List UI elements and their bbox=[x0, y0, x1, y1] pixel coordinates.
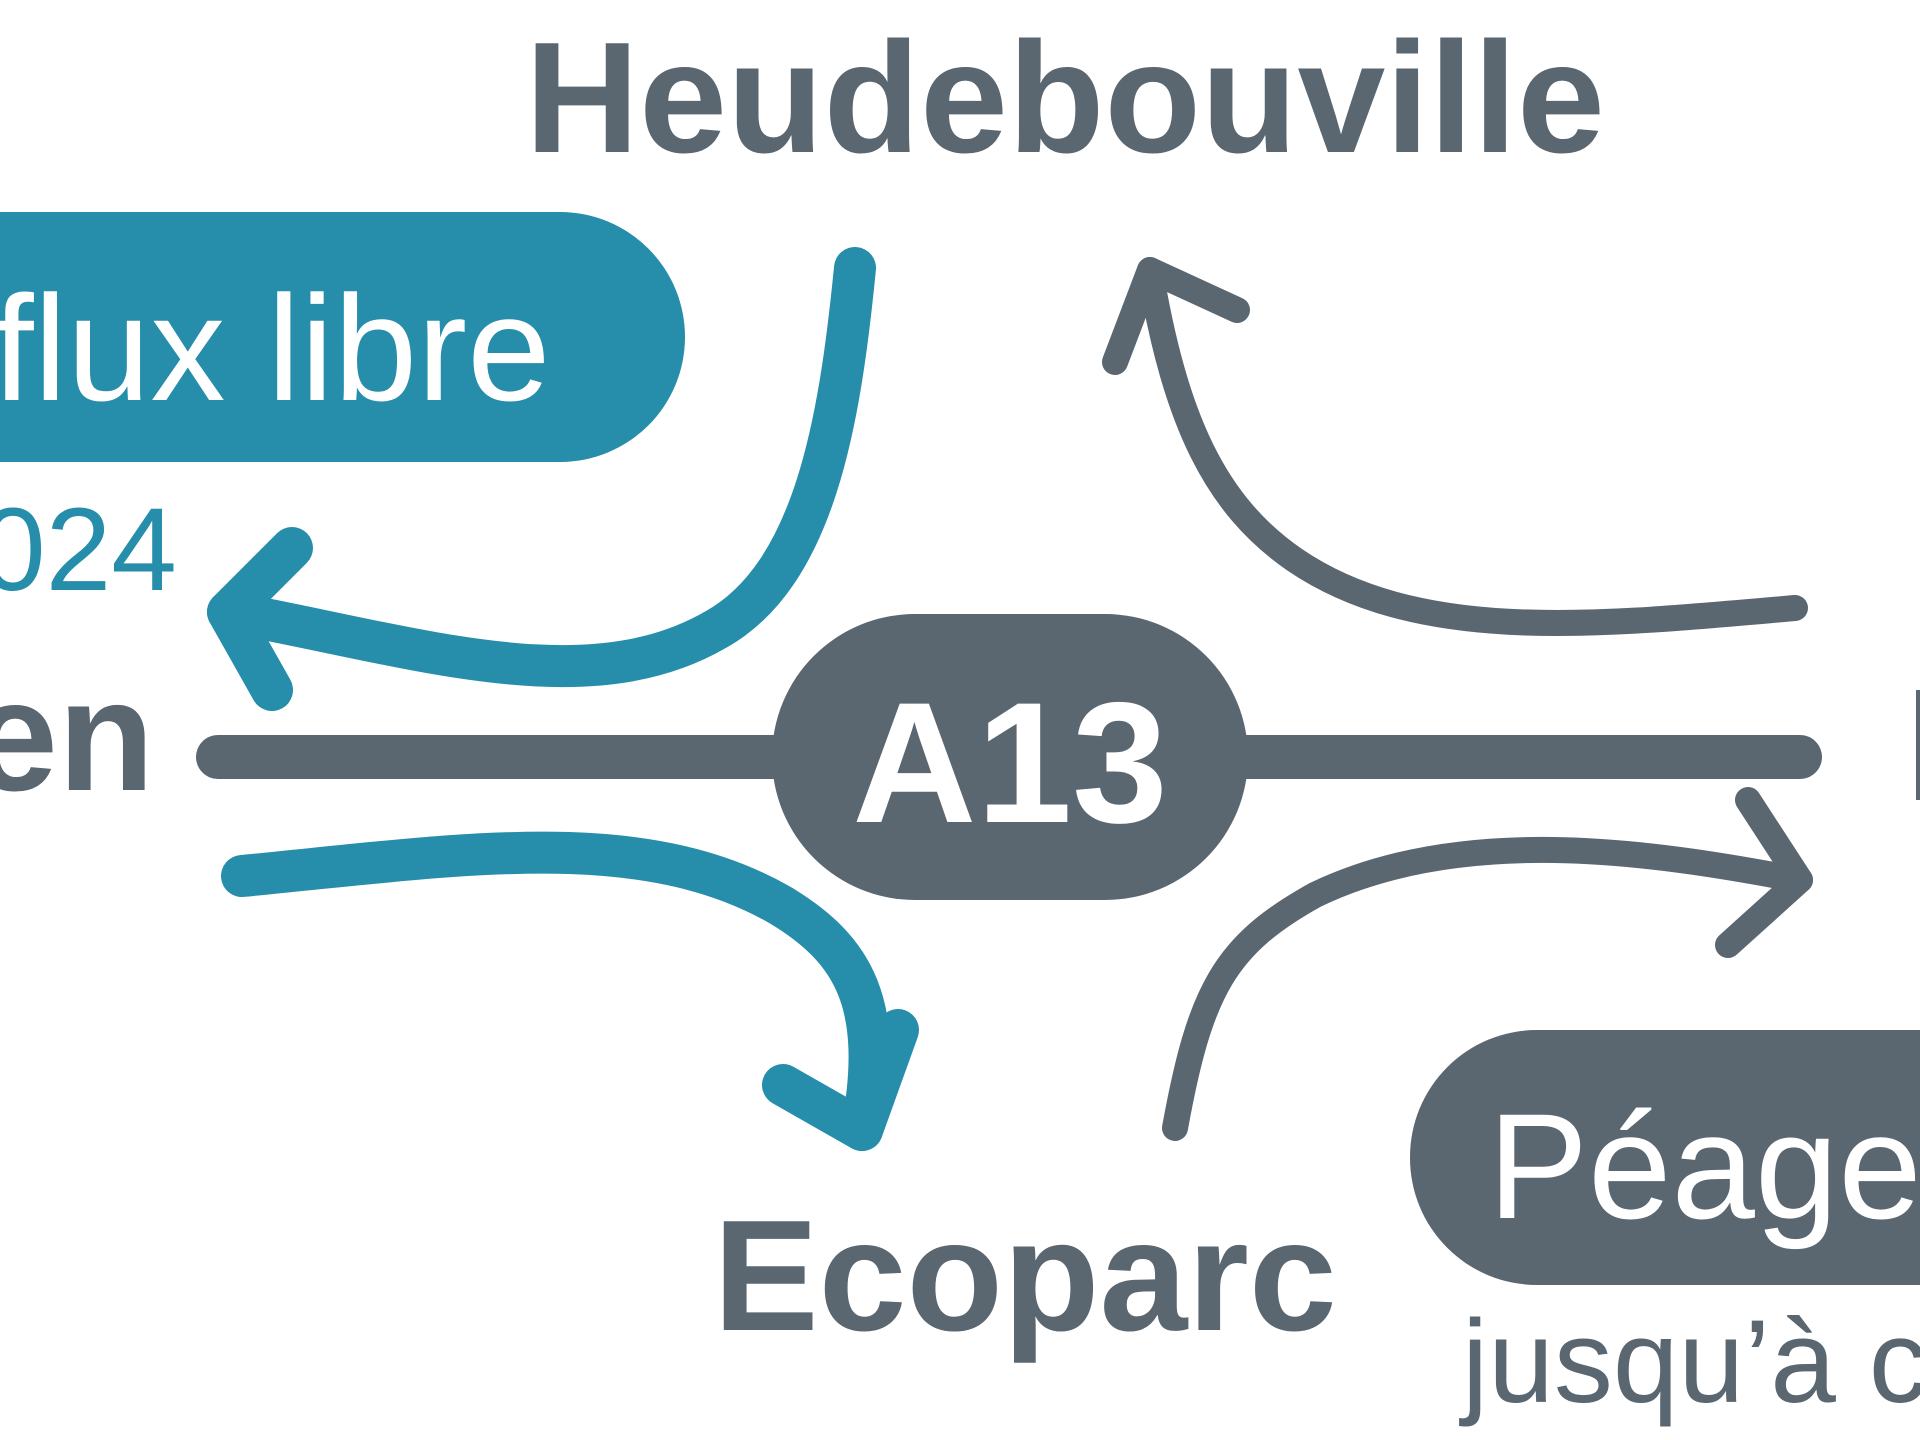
arrow-exit-to-left-head bbox=[207, 527, 313, 711]
arrow-exit-to-heudebouville-path bbox=[1137, 257, 1808, 636]
arrow-entry-to-right bbox=[1162, 787, 1813, 1141]
free-flow-date-partial: 024 bbox=[0, 484, 177, 616]
arrow-entry-to-ecoparc-head bbox=[762, 1009, 919, 1151]
place-heudebouville: Heudebouville bbox=[525, 10, 1605, 186]
place-left-partial: en bbox=[0, 648, 154, 824]
toll-subtext-partial: jusqu’à c bbox=[1459, 1296, 1920, 1428]
free-flow-label: flux libre bbox=[0, 264, 551, 432]
toll-badge: Péage bbox=[1410, 1030, 1920, 1285]
arrow-exit-to-heudebouville-head bbox=[1102, 257, 1250, 375]
free-flow-badge: flux libre bbox=[0, 212, 685, 462]
arrow-exit-to-left bbox=[207, 247, 876, 711]
road-badge-label: A13 bbox=[852, 667, 1168, 859]
arrow-exit-to-heudebouville bbox=[1102, 257, 1808, 636]
arrow-entry-to-ecoparc bbox=[221, 831, 919, 1151]
road-badge-pill bbox=[772, 614, 1248, 900]
arrow-entry-to-ecoparc-path bbox=[221, 831, 891, 1151]
free-flow-pill bbox=[0, 212, 685, 462]
toll-label: Péage bbox=[1488, 1082, 1920, 1250]
road-badge-a13: A13 bbox=[772, 614, 1248, 900]
arrow-entry-to-right-path bbox=[1162, 836, 1813, 1141]
arrow-exit-to-left-path bbox=[207, 247, 876, 688]
toll-pill bbox=[1410, 1030, 1920, 1285]
place-right-partial bbox=[1916, 690, 1920, 800]
place-ecoparc: Ecoparc bbox=[713, 1188, 1337, 1364]
arrow-entry-to-right-head bbox=[1715, 787, 1813, 958]
